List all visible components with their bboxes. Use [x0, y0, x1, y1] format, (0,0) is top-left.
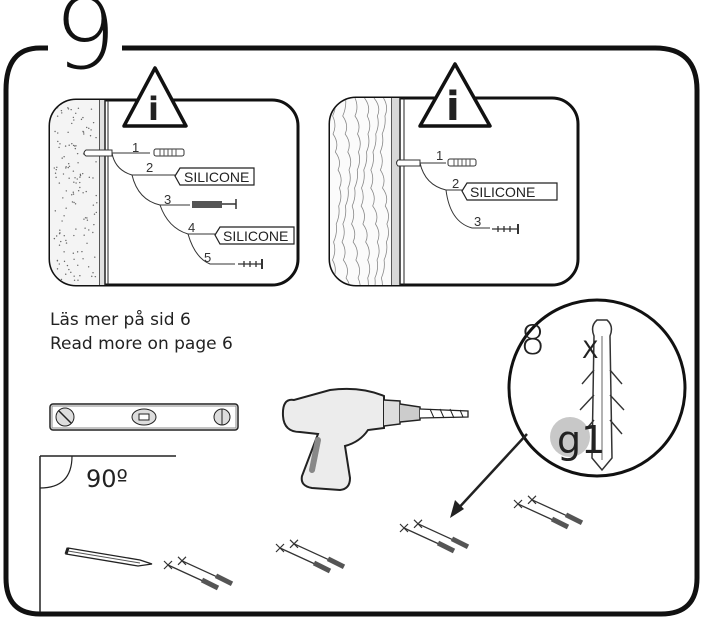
screw-plug	[177, 556, 234, 587]
step-number: 9	[48, 0, 123, 84]
spirit-level-icon	[49, 403, 239, 431]
fixing-quantity: 8	[520, 318, 546, 364]
corner-angle-icon	[39, 455, 176, 612]
warning-icon	[418, 62, 492, 128]
warning-symbol: i	[446, 84, 460, 130]
step-label: 1	[436, 148, 444, 163]
note-english: Read more on page 6	[50, 334, 233, 354]
part-id-badge: g1	[557, 418, 606, 462]
step-frame	[3, 45, 700, 617]
screw-plug	[413, 519, 470, 550]
screw-plug	[527, 495, 584, 526]
step-label: 5	[204, 250, 212, 265]
screw-plug	[399, 523, 456, 554]
step-label: 4	[188, 220, 196, 235]
silicone-label: SILICONE	[223, 228, 289, 244]
note-swedish: Läs mer på sid 6	[50, 310, 191, 330]
screw-plug	[275, 543, 332, 574]
warning-icon	[122, 66, 188, 128]
step-label: 2	[452, 176, 460, 191]
panel-wood	[328, 62, 580, 287]
screw-plug	[289, 539, 346, 570]
step-label: 1	[132, 140, 140, 155]
warning-symbol: i	[148, 90, 159, 128]
silicone-label: SILICONE	[470, 184, 536, 200]
screw-group	[163, 495, 584, 591]
step-label: 2	[146, 160, 154, 175]
step-label: 3	[164, 192, 172, 207]
fixing-detail	[507, 298, 687, 478]
pencil-icon	[64, 547, 153, 567]
step-label: 3	[474, 214, 482, 229]
panel-concrete	[48, 66, 300, 287]
drill-icon	[281, 387, 469, 492]
screw-plug	[163, 560, 220, 591]
angle-label: 90º	[86, 465, 128, 493]
fixing-multiplier: X	[582, 336, 599, 364]
arrow-icon	[450, 433, 528, 518]
silicone-label: SILICONE	[184, 169, 250, 185]
screw-plug	[513, 499, 570, 530]
